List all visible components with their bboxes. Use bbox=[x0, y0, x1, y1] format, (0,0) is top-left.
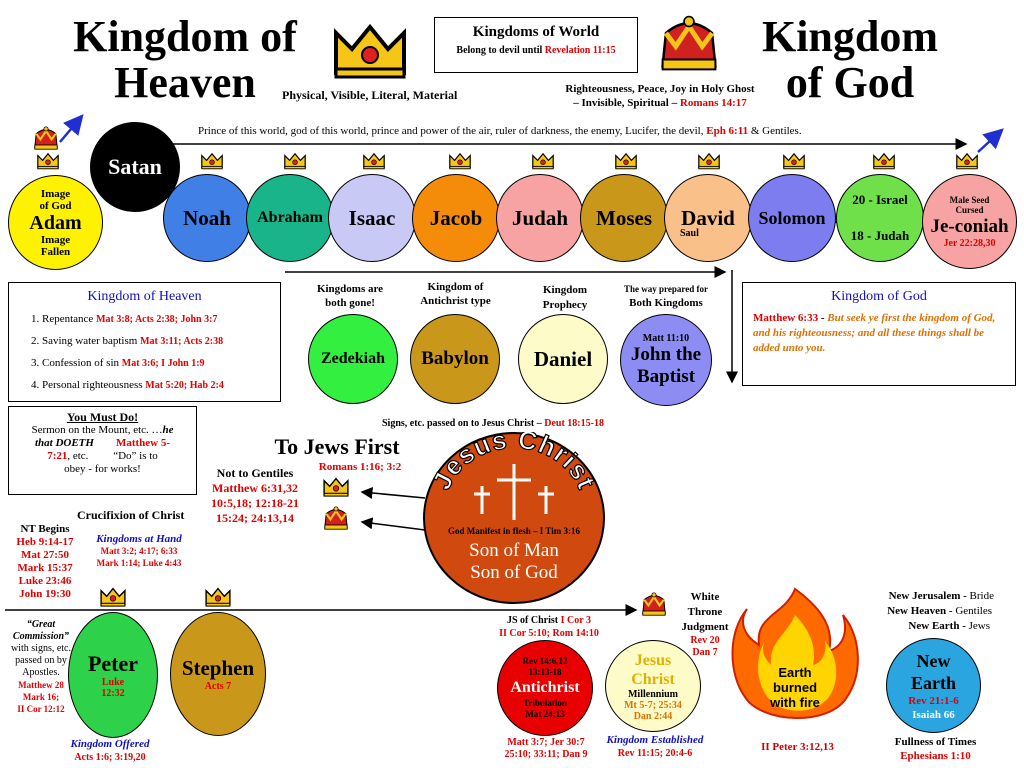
prince-of-world-line: Prince of this world, god of this world,… bbox=[198, 125, 802, 137]
saul-label: Saul bbox=[680, 228, 699, 239]
isaac-circle: Isaac bbox=[328, 174, 416, 262]
david-circle: David bbox=[664, 174, 752, 262]
list-item: 2. Saving water baptism Mat 3:11; Acts 2… bbox=[31, 335, 224, 347]
crown-icon bbox=[448, 152, 472, 170]
list-item: 3. Confession of sin Mat 3:6; I John 1:9 bbox=[31, 357, 205, 369]
crown-icon bbox=[322, 476, 350, 498]
crown-icon bbox=[283, 152, 307, 170]
jesus-millennium-circle: Jesus Christ Millennium Mt 5-7; 25:34 Da… bbox=[605, 640, 701, 732]
you-must-do-box: You Must Do! Sermon on the Mount, etc. …… bbox=[8, 406, 197, 495]
list-item: New Earth - Jews bbox=[908, 620, 990, 632]
kingdom-offered-block: Kingdom Offered Acts 1:6; 3:19,20 bbox=[70, 738, 150, 763]
peter-circle: Peter Luke 12:32 bbox=[68, 612, 158, 738]
new-things-block: New Jerusalem - Bride New Heaven - Genti… bbox=[856, 589, 1022, 634]
jews-first-ref: Romans 1:16; 3:2 bbox=[318, 461, 402, 473]
zedekiah-circle: Zedekiah bbox=[308, 314, 398, 404]
crown-icon bbox=[362, 152, 386, 170]
crown-icon bbox=[872, 152, 896, 170]
kingdom-of-heaven-box: Kingdom of Heaven 1. Repentance Mat 3:8;… bbox=[8, 282, 281, 402]
noah-circle: Noah bbox=[163, 174, 251, 262]
great-commission-block: “Great Commission” with signs, etc. pass… bbox=[11, 619, 71, 714]
crown-icon bbox=[640, 590, 668, 618]
crown-icon bbox=[614, 152, 638, 170]
crucifixion-label: Crucifixion of Christ bbox=[77, 508, 185, 522]
js-of-christ-block: JS of Christ I Cor 3 II Cor 5:10; Rom 14… bbox=[499, 615, 599, 639]
crown-icon bbox=[955, 152, 979, 170]
signs-label: Signs, etc. passed on to Jesus Christ – … bbox=[382, 418, 604, 429]
jesus-christ-circle: Jesus Christ God Manifest in flesh – I T… bbox=[423, 432, 605, 604]
kingdoms-at-hand-block: Kingdoms at Hand Matt 3:2; 4:17; 6:33 Ma… bbox=[96, 533, 182, 568]
crown-icon bbox=[36, 152, 60, 170]
crown-icon bbox=[697, 152, 721, 170]
list-item: New Jerusalem - Bride bbox=[888, 590, 994, 602]
kingdoms-of-world-box: Kingdoms of World Belong to devil until … bbox=[434, 17, 638, 73]
crown-icon bbox=[99, 586, 127, 608]
fullness-block: Fullness of Times Ephesians 1:10 bbox=[894, 736, 977, 762]
new-earth-circle: New Earth Rev 21:1-6 Isaiah 66 bbox=[886, 638, 981, 733]
jacob-circle: Jacob bbox=[412, 174, 500, 262]
jews-first-title: To Jews First bbox=[274, 434, 400, 459]
white-throne-block: White Throne Judgment Rev 20 Dan 7 bbox=[681, 591, 729, 658]
heaven-subtitle: Physical, Visible, Literal, Material bbox=[282, 88, 458, 102]
crown-icon bbox=[531, 152, 555, 170]
satan-circle: Satan bbox=[90, 122, 180, 212]
daniel-circle: Daniel bbox=[518, 314, 608, 404]
fire-icon: Earth burned with fire bbox=[731, 587, 859, 719]
kingdom-of-god-box: Kingdom of God Matthew 6:33 - But seek y… bbox=[742, 282, 1016, 386]
babylon-circle: Babylon bbox=[410, 314, 500, 404]
stephen-circle: Stephen Acts 7 bbox=[170, 612, 266, 736]
crown-icon bbox=[322, 504, 350, 532]
svg-text:burned: burned bbox=[773, 680, 817, 695]
crown-icon bbox=[204, 586, 232, 608]
crown-icon bbox=[32, 124, 60, 152]
fire-ref: II Peter 3:12,13 bbox=[761, 741, 834, 753]
solomon-circle: Solomon bbox=[748, 174, 836, 262]
svg-text:Earth: Earth bbox=[778, 665, 811, 680]
list-item: 1. Repentance Mat 3:8; Acts 2:38; John 3… bbox=[31, 313, 218, 325]
nt-begins-block: NT Begins Heb 9:14-17 Mat 27:50 Mark 15:… bbox=[16, 523, 74, 600]
list-item: New Heaven - Gentiles bbox=[887, 605, 992, 617]
god-subtitle: Righteousness, Peace, Joy in Holy Ghost … bbox=[565, 83, 755, 109]
crown-icon bbox=[782, 152, 806, 170]
list-item: 4. Personal righteousness Mat 5:20; Hab … bbox=[31, 379, 224, 391]
jesus-christ-arc: Jesus Christ bbox=[426, 432, 602, 520]
judah-circle: Judah bbox=[496, 174, 584, 262]
antichrist-circle: Rev 14:6,12 13:13-18 Antichrist Tribulat… bbox=[497, 640, 593, 736]
moses-circle: Moses bbox=[580, 174, 668, 262]
svg-text:with fire: with fire bbox=[769, 695, 820, 710]
abraham-circle: Abraham bbox=[246, 174, 334, 262]
gentiles-block: Not to Gentiles Matthew 6:31,32 10:5,18;… bbox=[211, 466, 299, 525]
kingdom-established-block: Kingdom Established Rev 11:15; 20:4-6 bbox=[606, 734, 704, 759]
crown-icon bbox=[200, 152, 224, 170]
